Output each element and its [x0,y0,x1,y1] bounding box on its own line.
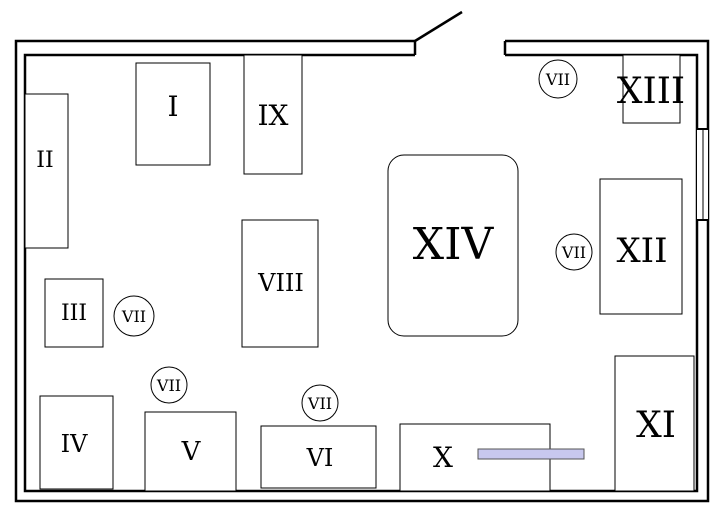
area-14-label: XIV [413,219,495,270]
markers [113,59,593,422]
marker-d-circle [150,366,188,404]
area-1-box [135,62,211,166]
marker-c-label: VII [121,307,146,326]
marker-d-label: VII [156,376,181,395]
area-13-label: XIII [617,71,685,112]
area-9-label: IX [258,99,289,132]
area-4-label: IV [61,430,88,458]
area-10-label: X [433,441,453,474]
area-11-box [614,355,695,492]
area-5-label: V [181,437,202,467]
marker-b-label: VII [561,243,586,262]
marker-e-circle [301,384,339,422]
area-5-box [144,411,237,492]
marker-b-circle [555,233,593,271]
door-leaf [414,10,463,43]
area-12-box [599,178,683,315]
area-8-label: VIII [257,269,304,297]
area-6-box [260,425,377,489]
area-14-box [387,154,519,337]
outer-wall [14,39,710,503]
marker-a-circle [538,59,578,99]
marker-c-circle [113,295,155,337]
area-3-box [44,278,104,348]
area-13-box [622,54,681,124]
area-1-label: I [167,90,178,123]
marker-e-label: VII [307,394,332,413]
area-6-label: VI [306,444,334,472]
area-11-label: XI [636,405,676,446]
area-8-box [241,219,319,348]
area-labels: II I IX VIII III IV V VI X XI XII XIII X… [36,71,685,474]
bar-element [477,448,585,460]
area-12-label: XII [616,231,667,271]
area-2-box [24,93,69,249]
area-4-box [39,395,114,490]
area-3-label: III [61,301,87,326]
marker-a-label: VII [545,70,570,89]
marker-labels: VII VII VII VII VII [121,70,586,413]
area-9-box [243,54,303,175]
area-2-label: II [36,148,53,173]
areas [24,54,695,492]
window [697,128,708,221]
